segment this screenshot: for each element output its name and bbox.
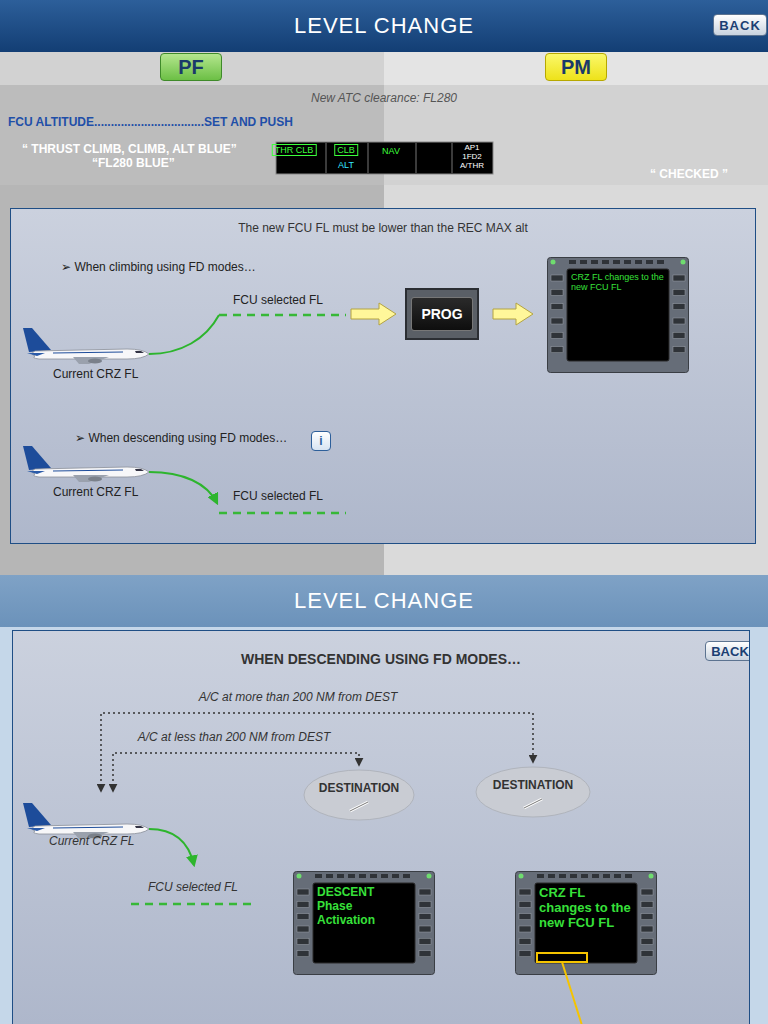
- node-text: BACK: [719, 18, 761, 33]
- fma-mode: CLB: [334, 144, 358, 156]
- fma-status: AP1: [464, 143, 479, 152]
- destination-ellipse: DESTINATION: [303, 769, 415, 821]
- level-label: FCU selected FL: [233, 294, 323, 308]
- node-text: CRZ FL changes to the new FCU FL: [571, 272, 665, 293]
- distance-note: A/C at more than 200 NM from DEST: [199, 691, 398, 705]
- node-text: WHEN DESCENDING USING FD MODES…: [13, 651, 749, 667]
- level-label: Current CRZ FL: [49, 835, 134, 849]
- clearance-note: New ATC clearance: FL280: [311, 92, 457, 106]
- case-heading: ➢ When descending using FD modes…: [75, 432, 287, 446]
- node-text: PROG: [411, 297, 472, 331]
- level-label: FCU selected FL: [148, 881, 238, 895]
- distance-note: A/C at less than 200 NM from DEST: [138, 731, 331, 745]
- content-panel: The new FCU FL must be lower than the RE…: [10, 208, 756, 544]
- level-label: FCU selected FL: [233, 490, 323, 504]
- header-bar: LEVEL CHANGE BACK: [0, 0, 768, 52]
- fma-mode: THR CLB: [272, 144, 317, 156]
- fma-status: A/THR: [460, 161, 484, 170]
- fma-mode: NAV: [382, 146, 400, 156]
- node-text: PM: [561, 56, 591, 79]
- role-badge: PM: [545, 53, 607, 81]
- level-label: Current CRZ FL: [53, 486, 138, 500]
- node-text: DESCENT Phase Activation: [317, 886, 411, 927]
- mcdu-display: CRZ FL changes to the new FCU FL: [515, 871, 657, 975]
- prog-key: PROG: [405, 288, 479, 340]
- info-button: i: [311, 431, 331, 451]
- back-button: BACK: [713, 14, 767, 36]
- callout-text: “FL280 BLUE”: [92, 157, 175, 171]
- action-line: FCU ALTITUDE............................…: [8, 116, 293, 130]
- back-button: BACK: [705, 641, 750, 661]
- header-bar: LEVEL CHANGE: [0, 575, 768, 627]
- mcdu-display: DESCENT Phase Activation: [293, 871, 435, 975]
- node-text: PF: [178, 56, 204, 79]
- content-panel: WHEN DESCENDING USING FD MODES…BACK DESTI…: [12, 630, 750, 1024]
- fma-mode: ALT: [338, 160, 354, 170]
- callout-text: “ CHECKED ”: [650, 168, 728, 182]
- node-text: LEVEL CHANGE: [294, 13, 474, 39]
- role-badge: PF: [160, 53, 222, 81]
- node-text: The new FCU FL must be lower than the RE…: [11, 221, 755, 235]
- level-label: Current CRZ FL: [53, 368, 138, 382]
- callout-text: “ THRUST CLIMB, CLIMB, ALT BLUE”: [22, 143, 237, 157]
- destination-ellipse: DESTINATION: [475, 766, 591, 818]
- node-text: CRZ FL changes to the new FCU FL: [539, 886, 633, 931]
- node-text: i: [319, 434, 322, 448]
- fma-status: 1FD2: [462, 152, 482, 161]
- case-heading: ➢ When climbing using FD modes…: [61, 261, 256, 275]
- node-text: LEVEL CHANGE: [294, 588, 474, 614]
- block-arrow: [493, 303, 533, 325]
- node-text: BACK: [711, 644, 749, 659]
- node-text: DESTINATION: [319, 781, 399, 821]
- mcdu-display: CRZ FL changes to the new FCU FL: [547, 257, 689, 373]
- node-text: DESTINATION: [493, 778, 573, 818]
